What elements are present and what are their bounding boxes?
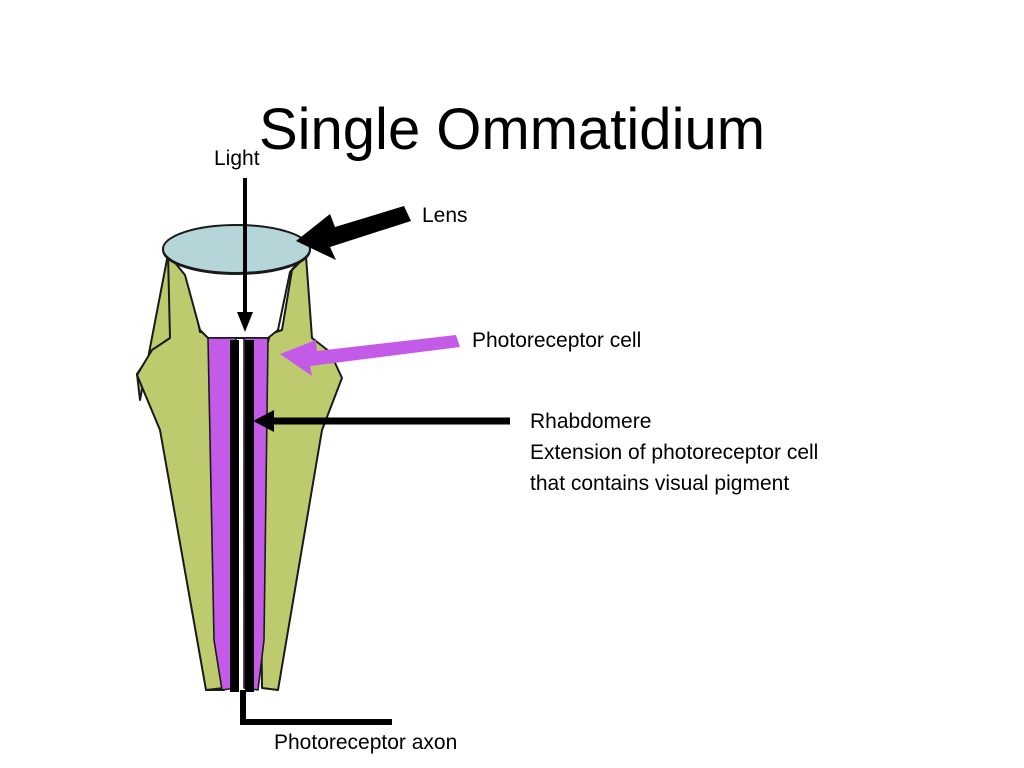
photoreceptor-cell-left [207,337,237,691]
lens-arrow-icon [296,206,411,260]
label-rhabdomere-title: Rhabdomere [530,410,652,433]
label-lens: Lens [422,204,468,227]
label-rhabdomere-line3: that contains visual pigment [530,472,790,495]
photoreceptor-cell-arrow-icon [280,335,460,376]
label-rhabdomere-block: Rhabdomere Extension of photoreceptor ce… [530,406,818,499]
photoreceptor-axon-leader-icon [240,690,392,725]
rhabdomere-arrow-icon [253,410,510,432]
label-light: Light [214,147,260,170]
lens [162,224,311,274]
rhabdomere-left [230,340,239,692]
label-photoreceptor-axon: Photoreceptor axon [274,731,458,754]
rhabdomere-right [245,340,254,692]
label-photoreceptor-cell: Photoreceptor cell [472,329,642,352]
light-arrow-icon [237,178,253,332]
label-rhabdomere-line2: Extension of photoreceptor cell [530,441,819,464]
page-title: Single Ommatidium [258,96,766,162]
